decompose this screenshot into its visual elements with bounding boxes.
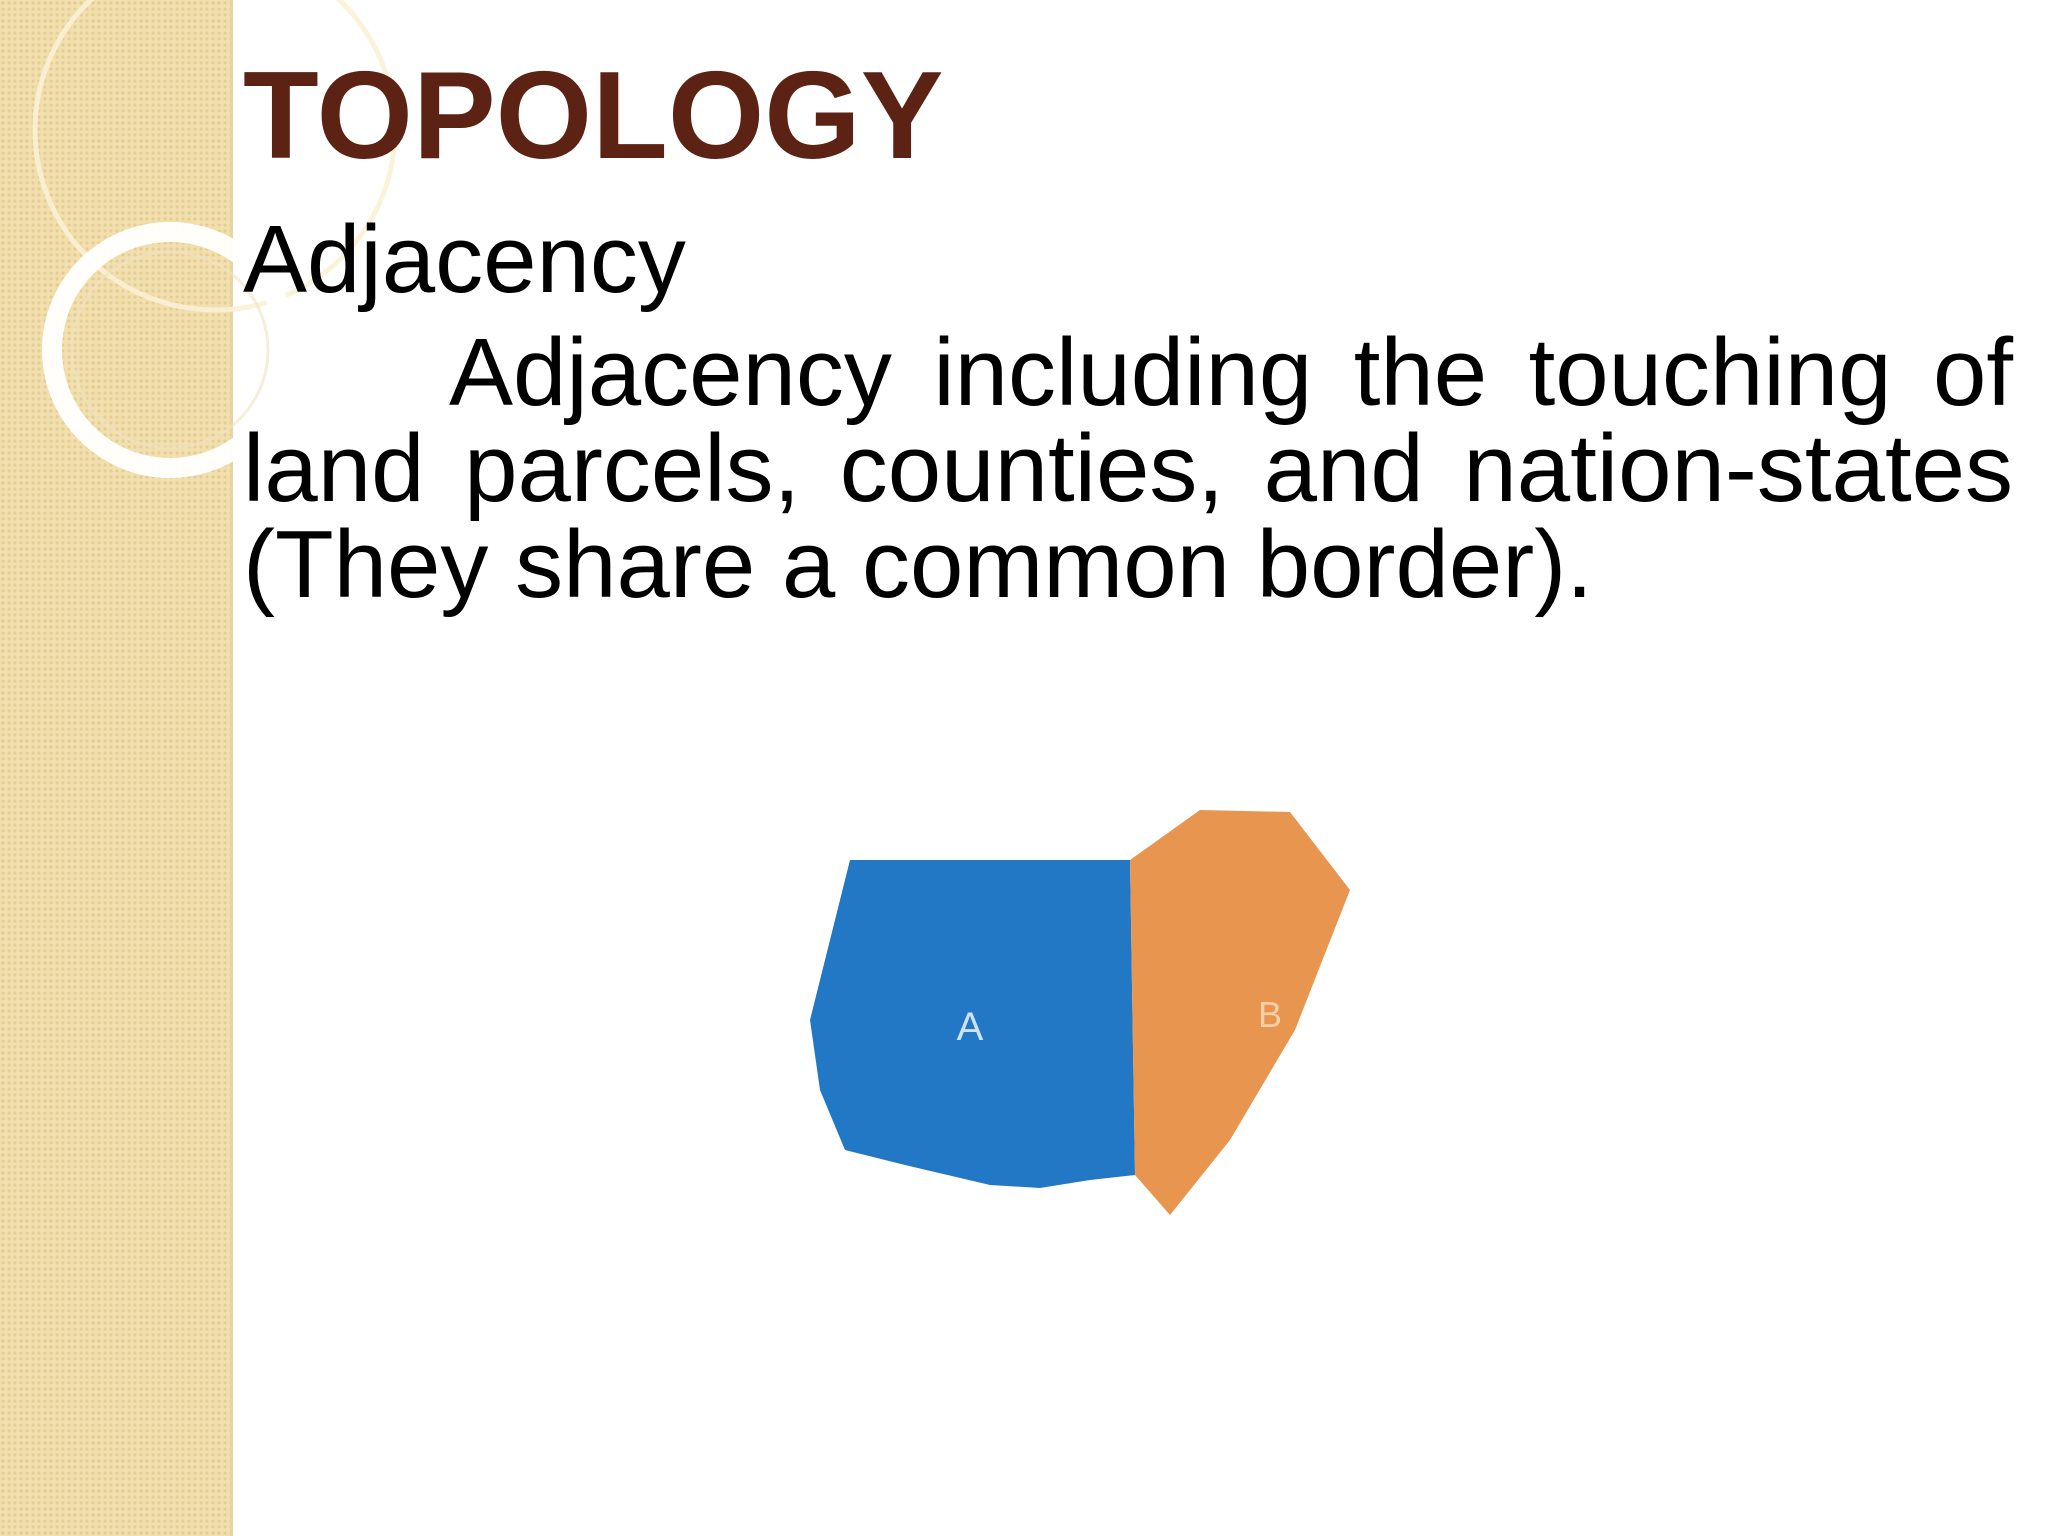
- slide-subheading: Adjacency: [243, 206, 686, 313]
- region-b-label: B: [1258, 994, 1282, 1035]
- decorative-rings: [32, 0, 398, 478]
- slide-title: TOPOLOGY: [243, 47, 944, 185]
- adjacency-diagram: A B: [810, 810, 1350, 1215]
- region-b: [1130, 810, 1350, 1215]
- region-a: [810, 860, 1135, 1188]
- region-a-label: A: [957, 1005, 984, 1049]
- body-paragraph: Adjacency including the touching of land…: [243, 319, 2013, 618]
